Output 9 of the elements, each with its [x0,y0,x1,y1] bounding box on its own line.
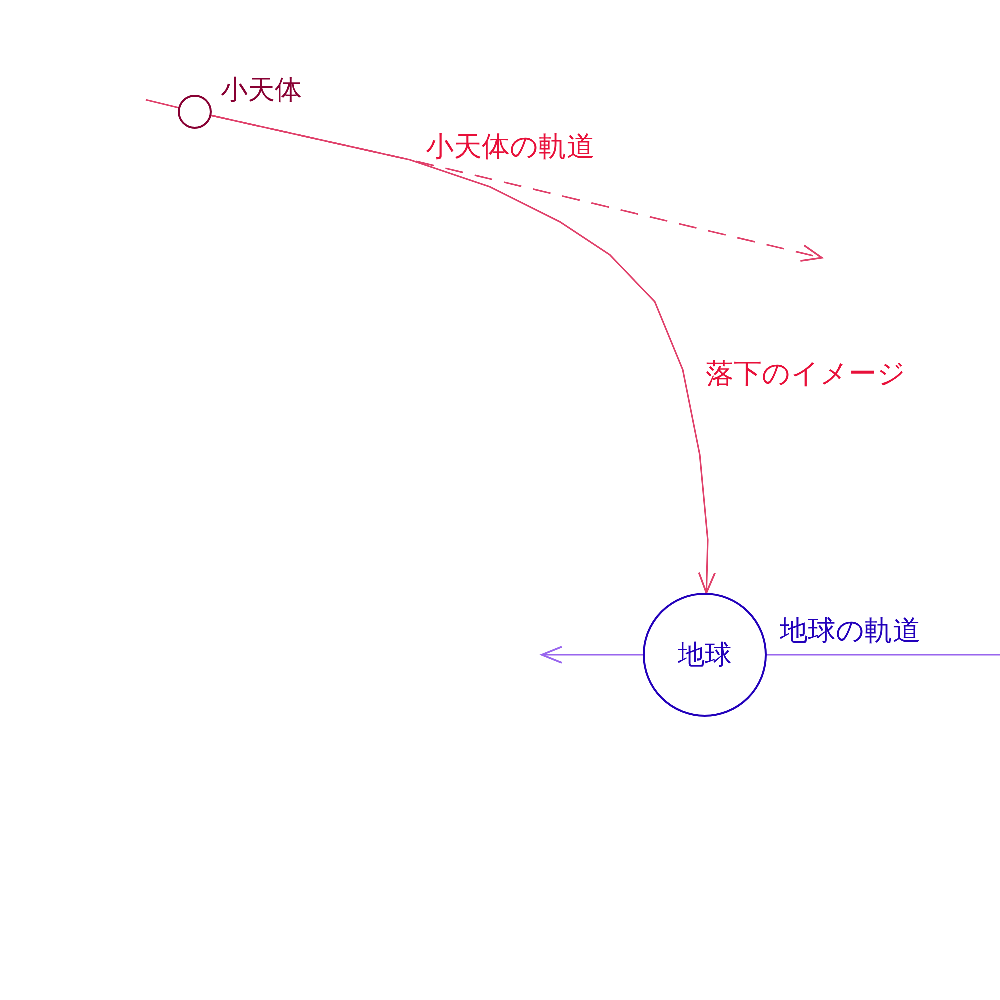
node-label: 地球 [678,639,732,673]
node-caption: 小天体 [221,74,302,108]
edge-label: 地球の軌道 [780,613,921,649]
small-body-circle [178,95,212,129]
arrow [541,646,643,664]
earth-circle [643,593,767,717]
edge-label: 小天体の軌道 [426,129,595,165]
arrow [211,114,823,262]
edge-label: 落下のイメージ [706,356,906,392]
